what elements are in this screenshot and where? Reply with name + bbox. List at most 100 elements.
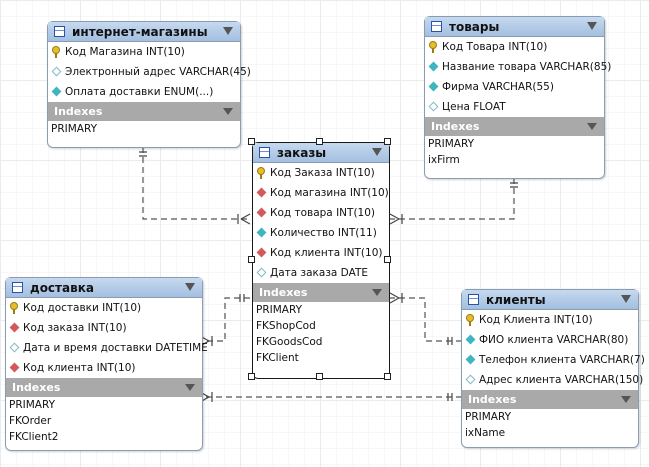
- resize-handle-right[interactable]: [384, 256, 391, 263]
- resize-handle-top-right[interactable]: [384, 138, 391, 145]
- collapse-triangle-icon[interactable]: [587, 123, 597, 130]
- column-row[interactable]: Код товара INT(10): [253, 203, 389, 223]
- nullable-column-icon: [9, 342, 20, 353]
- primary-key-icon: [257, 167, 265, 179]
- index-item[interactable]: FKShopCod: [256, 320, 316, 332]
- table-title: заказы: [277, 146, 327, 160]
- many-end-marker: [389, 213, 403, 225]
- table-title: клиенты: [486, 293, 546, 307]
- primary-key-icon: [10, 302, 18, 314]
- not-null-column-icon: [465, 354, 476, 365]
- indexes-label: Indexes: [431, 120, 480, 133]
- not-null-column-icon: [51, 86, 62, 97]
- resize-handle-bottom[interactable]: [316, 373, 323, 380]
- column-label: Количество INT(11): [270, 227, 377, 239]
- column-row[interactable]: Цена FLOAT: [425, 97, 604, 117]
- index-item[interactable]: ixName: [465, 427, 506, 439]
- table-header[interactable]: товары: [425, 17, 604, 37]
- column-label: Дата заказа DATE: [270, 267, 368, 279]
- indexes-header[interactable]: Indexes: [425, 117, 604, 136]
- column-label: Фирма VARCHAR(55): [442, 81, 554, 93]
- index-item[interactable]: FKOrder: [9, 415, 52, 427]
- one-end-marker: [139, 151, 147, 157]
- column-row[interactable]: Телефон клиента VARCHAR(7): [462, 350, 645, 370]
- indexes-header[interactable]: Indexes: [462, 390, 638, 409]
- resize-handle-top-left[interactable]: [248, 138, 255, 145]
- nullable-column-icon: [51, 66, 62, 77]
- column-row[interactable]: Код Товара INT(10): [425, 37, 604, 57]
- table-clients[interactable]: клиенты Код Клиента INT(10) ФИО клиента …: [461, 289, 645, 448]
- table-title: интернет-магазины: [72, 25, 208, 39]
- index-item[interactable]: PRIMARY: [9, 399, 56, 411]
- column-label: Код товара INT(10): [270, 207, 375, 219]
- column-row[interactable]: Оплата доставки ENUM(...): [48, 82, 240, 102]
- column-row[interactable]: Название товара VARCHAR(85): [425, 57, 611, 77]
- table-orders[interactable]: заказы Код Заказа INT(10) Код магазина I…: [252, 142, 390, 379]
- indexes-header[interactable]: Indexes: [253, 283, 389, 302]
- column-label: Электронный адрес VARCHAR(45): [65, 66, 251, 78]
- column-label: Код клиента INT(10): [270, 247, 383, 259]
- table-header[interactable]: заказы: [253, 143, 389, 163]
- one-end-marker: [447, 393, 453, 401]
- index-item[interactable]: PRIMARY: [51, 123, 98, 135]
- column-row[interactable]: ФИО клиента VARCHAR(80): [462, 330, 638, 350]
- column-row[interactable]: Электронный адрес VARCHAR(45): [48, 62, 251, 82]
- resize-handle-bottom-left[interactable]: [248, 373, 255, 380]
- column-row[interactable]: Дата заказа DATE: [253, 263, 389, 283]
- column-label: Код магазина INT(10): [270, 187, 389, 199]
- collapse-triangle-icon[interactable]: [223, 27, 233, 35]
- column-row[interactable]: Адрес клиента VARCHAR(150): [462, 370, 643, 390]
- index-item[interactable]: ixFirm: [428, 154, 460, 166]
- column-label: ФИО клиента VARCHAR(80): [479, 334, 629, 346]
- table-header[interactable]: интернет-магазины: [48, 22, 240, 42]
- table-internet-shops[interactable]: интернет-магазины Код Магазина INT(10) Э…: [47, 21, 251, 148]
- foreign-key-icon: [256, 247, 267, 258]
- collapse-triangle-icon[interactable]: [185, 384, 195, 391]
- collapse-triangle-icon[interactable]: [621, 396, 631, 403]
- column-row[interactable]: Фирма VARCHAR(55): [425, 77, 604, 97]
- one-end-marker: [447, 337, 453, 345]
- column-row[interactable]: Код магазина INT(10): [253, 183, 389, 203]
- resize-handle-top[interactable]: [316, 138, 323, 145]
- column-row[interactable]: Код клиента INT(10): [6, 358, 202, 378]
- column-row[interactable]: Количество INT(11): [253, 223, 389, 243]
- column-row[interactable]: Дата и время доставки DATETIME: [6, 338, 208, 358]
- table-header[interactable]: доставка: [6, 278, 202, 298]
- index-item[interactable]: PRIMARY: [465, 411, 512, 423]
- indexes-label: Indexes: [468, 393, 517, 406]
- indexes-header[interactable]: Indexes: [6, 378, 202, 397]
- index-item[interactable]: FKClient2: [9, 431, 59, 443]
- foreign-key-icon: [256, 207, 267, 218]
- column-label: Цена FLOAT: [442, 101, 506, 113]
- collapse-triangle-icon[interactable]: [587, 22, 597, 30]
- column-row[interactable]: Код Заказа INT(10): [253, 163, 389, 183]
- index-item[interactable]: FKGoodsCod: [256, 336, 323, 348]
- column-label: Телефон клиента VARCHAR(7): [479, 354, 645, 366]
- column-row[interactable]: Код заказа INT(10): [6, 318, 202, 338]
- index-item[interactable]: PRIMARY: [428, 138, 475, 150]
- column-label: Код доставки INT(10): [23, 302, 142, 314]
- column-label: Код Клиента INT(10): [479, 314, 593, 326]
- table-goods[interactable]: товары Код Товара INT(10) Название товар…: [424, 16, 611, 179]
- table-icon: [259, 147, 270, 158]
- column-row[interactable]: Код клиента INT(10): [253, 243, 389, 263]
- not-null-column-icon: [256, 227, 267, 238]
- collapse-triangle-icon[interactable]: [372, 148, 382, 156]
- collapse-triangle-icon[interactable]: [223, 108, 233, 115]
- collapse-triangle-icon[interactable]: [185, 283, 195, 291]
- resize-handle-left[interactable]: [248, 256, 255, 263]
- column-row[interactable]: Код Клиента INT(10): [462, 310, 638, 330]
- index-item[interactable]: PRIMARY: [256, 304, 303, 316]
- resize-handle-bottom-right[interactable]: [384, 373, 391, 380]
- table-header[interactable]: клиенты: [462, 290, 638, 310]
- index-item[interactable]: FKClient: [256, 352, 299, 364]
- nullable-column-icon: [465, 374, 476, 385]
- collapse-triangle-icon[interactable]: [621, 295, 631, 303]
- column-row[interactable]: Код Магазина INT(10): [48, 42, 240, 62]
- collapse-triangle-icon[interactable]: [372, 289, 382, 296]
- one-end-marker: [510, 182, 518, 188]
- indexes-header[interactable]: Indexes: [48, 102, 240, 121]
- foreign-key-icon: [9, 322, 20, 333]
- column-row[interactable]: Код доставки INT(10): [6, 298, 202, 318]
- table-delivery[interactable]: доставка Код доставки INT(10) Код заказа…: [5, 277, 208, 451]
